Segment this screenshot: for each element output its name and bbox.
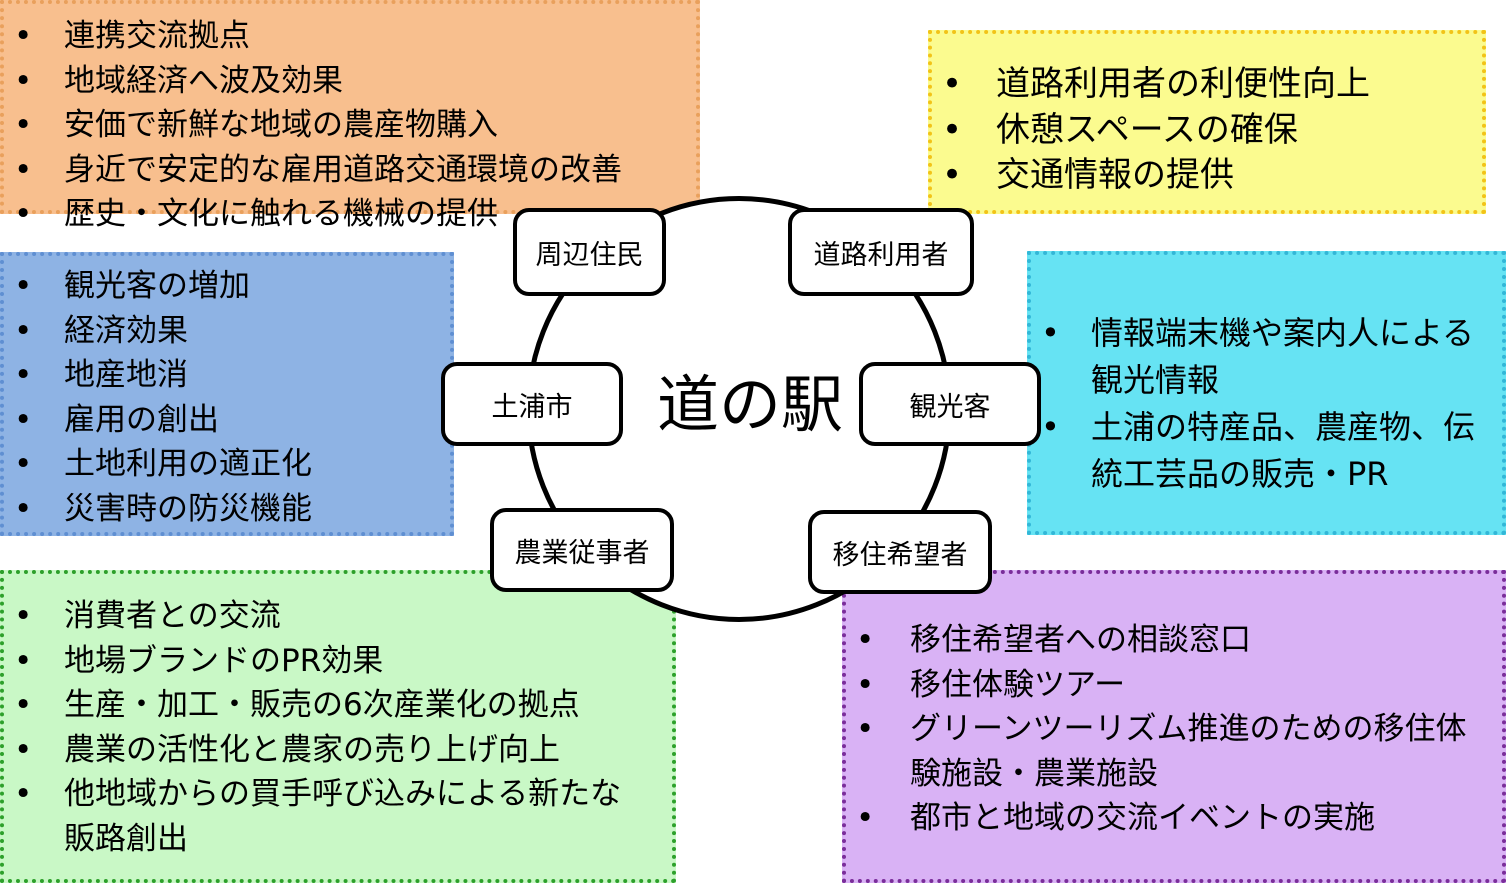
list-item: 地域経済へ波及効果	[4, 59, 696, 104]
migrants-benefits-panel: 移住希望者への相談窓口 移住体験ツアー グリーンツーリズム推進のための移住体験施…	[842, 570, 1506, 883]
city-benefits-panel: 観光客の増加 経済効果 地産地消 雇用の創出 土地利用の適正化 災害時の防災機能	[0, 252, 454, 536]
node-farmers: 農業従事者	[490, 508, 674, 592]
list-item: 観光客の増加	[4, 264, 450, 309]
list-item: 交通情報の提供	[932, 153, 1482, 199]
list-item: 他地域からの買手呼び込みによる新たな販路創出	[4, 772, 652, 861]
list-item: 安価で新鮮な地域の農産物購入	[4, 103, 696, 148]
list-item: 災害時の防災機能	[4, 487, 450, 532]
list-item: 地産地消	[4, 353, 450, 398]
list-item: 情報端末機や案内人による観光情報	[1031, 310, 1484, 404]
road-users-benefits-list: 道路利用者の利便性向上 休憩スペースの確保 交通情報の提供	[932, 34, 1482, 199]
list-item: 身近で安定的な雇用道路交通環境の改善	[4, 148, 696, 193]
list-item: グリーンツーリズム推進のための移住体験施設・農業施設	[846, 707, 1472, 796]
list-item: 地場ブランドのPR効果	[4, 639, 652, 684]
farmers-benefits-list: 消費者との交流 地場ブランドのPR効果 生産・加工・販売の6次産業化の拠点 農業…	[4, 574, 672, 861]
list-item: 道路利用者の利便性向上	[932, 62, 1482, 108]
list-item: 休憩スペースの確保	[932, 108, 1482, 154]
residents-benefits-panel: 連携交流拠点 地域経済へ波及効果 安価で新鮮な地域の農産物購入 身近で安定的な雇…	[0, 0, 700, 236]
node-city: 土浦市	[441, 362, 623, 446]
city-benefits-list: 観光客の増加 経済効果 地産地消 雇用の創出 土地利用の適正化 災害時の防災機能	[4, 256, 450, 531]
tourists-benefits-panel: 情報端末機や案内人による観光情報 土浦の特産品、農産物、伝統工芸品の販売・PR	[1027, 251, 1506, 535]
list-item: 都市と地域の交流イベントの実施	[846, 796, 1472, 841]
node-residents: 周辺住民	[513, 208, 666, 296]
list-item: 移住体験ツアー	[846, 663, 1472, 708]
list-item: 移住希望者への相談窓口	[846, 618, 1472, 663]
residents-benefits-list: 連携交流拠点 地域経済へ波及効果 安価で新鮮な地域の農産物購入 身近で安定的な雇…	[4, 4, 696, 237]
list-item: 経済効果	[4, 309, 450, 354]
list-item: 土浦の特産品、農産物、伝統工芸品の販売・PR	[1031, 404, 1484, 498]
list-item: 歴史・文化に触れる機械の提供	[4, 192, 696, 237]
list-item: 生産・加工・販売の6次産業化の拠点	[4, 683, 652, 728]
list-item: 雇用の創出	[4, 398, 450, 443]
tourists-benefits-list: 情報端末機や案内人による観光情報 土浦の特産品、農産物、伝統工芸品の販売・PR	[1031, 255, 1502, 498]
center-title: 道の駅	[656, 368, 843, 441]
node-tourists: 観光客	[859, 362, 1041, 446]
list-item: 連携交流拠点	[4, 14, 696, 59]
node-road-users: 道路利用者	[788, 208, 974, 296]
farmers-benefits-panel: 消費者との交流 地場ブランドのPR効果 生産・加工・販売の6次産業化の拠点 農業…	[0, 570, 676, 883]
road-users-benefits-panel: 道路利用者の利便性向上 休憩スペースの確保 交通情報の提供	[928, 30, 1486, 214]
list-item: 農業の活性化と農家の売り上げ向上	[4, 728, 652, 773]
migrants-benefits-list: 移住希望者への相談窓口 移住体験ツアー グリーンツーリズム推進のための移住体験施…	[846, 574, 1502, 841]
list-item: 土地利用の適正化	[4, 442, 450, 487]
list-item: 消費者との交流	[4, 594, 652, 639]
node-migrants: 移住希望者	[808, 510, 992, 594]
